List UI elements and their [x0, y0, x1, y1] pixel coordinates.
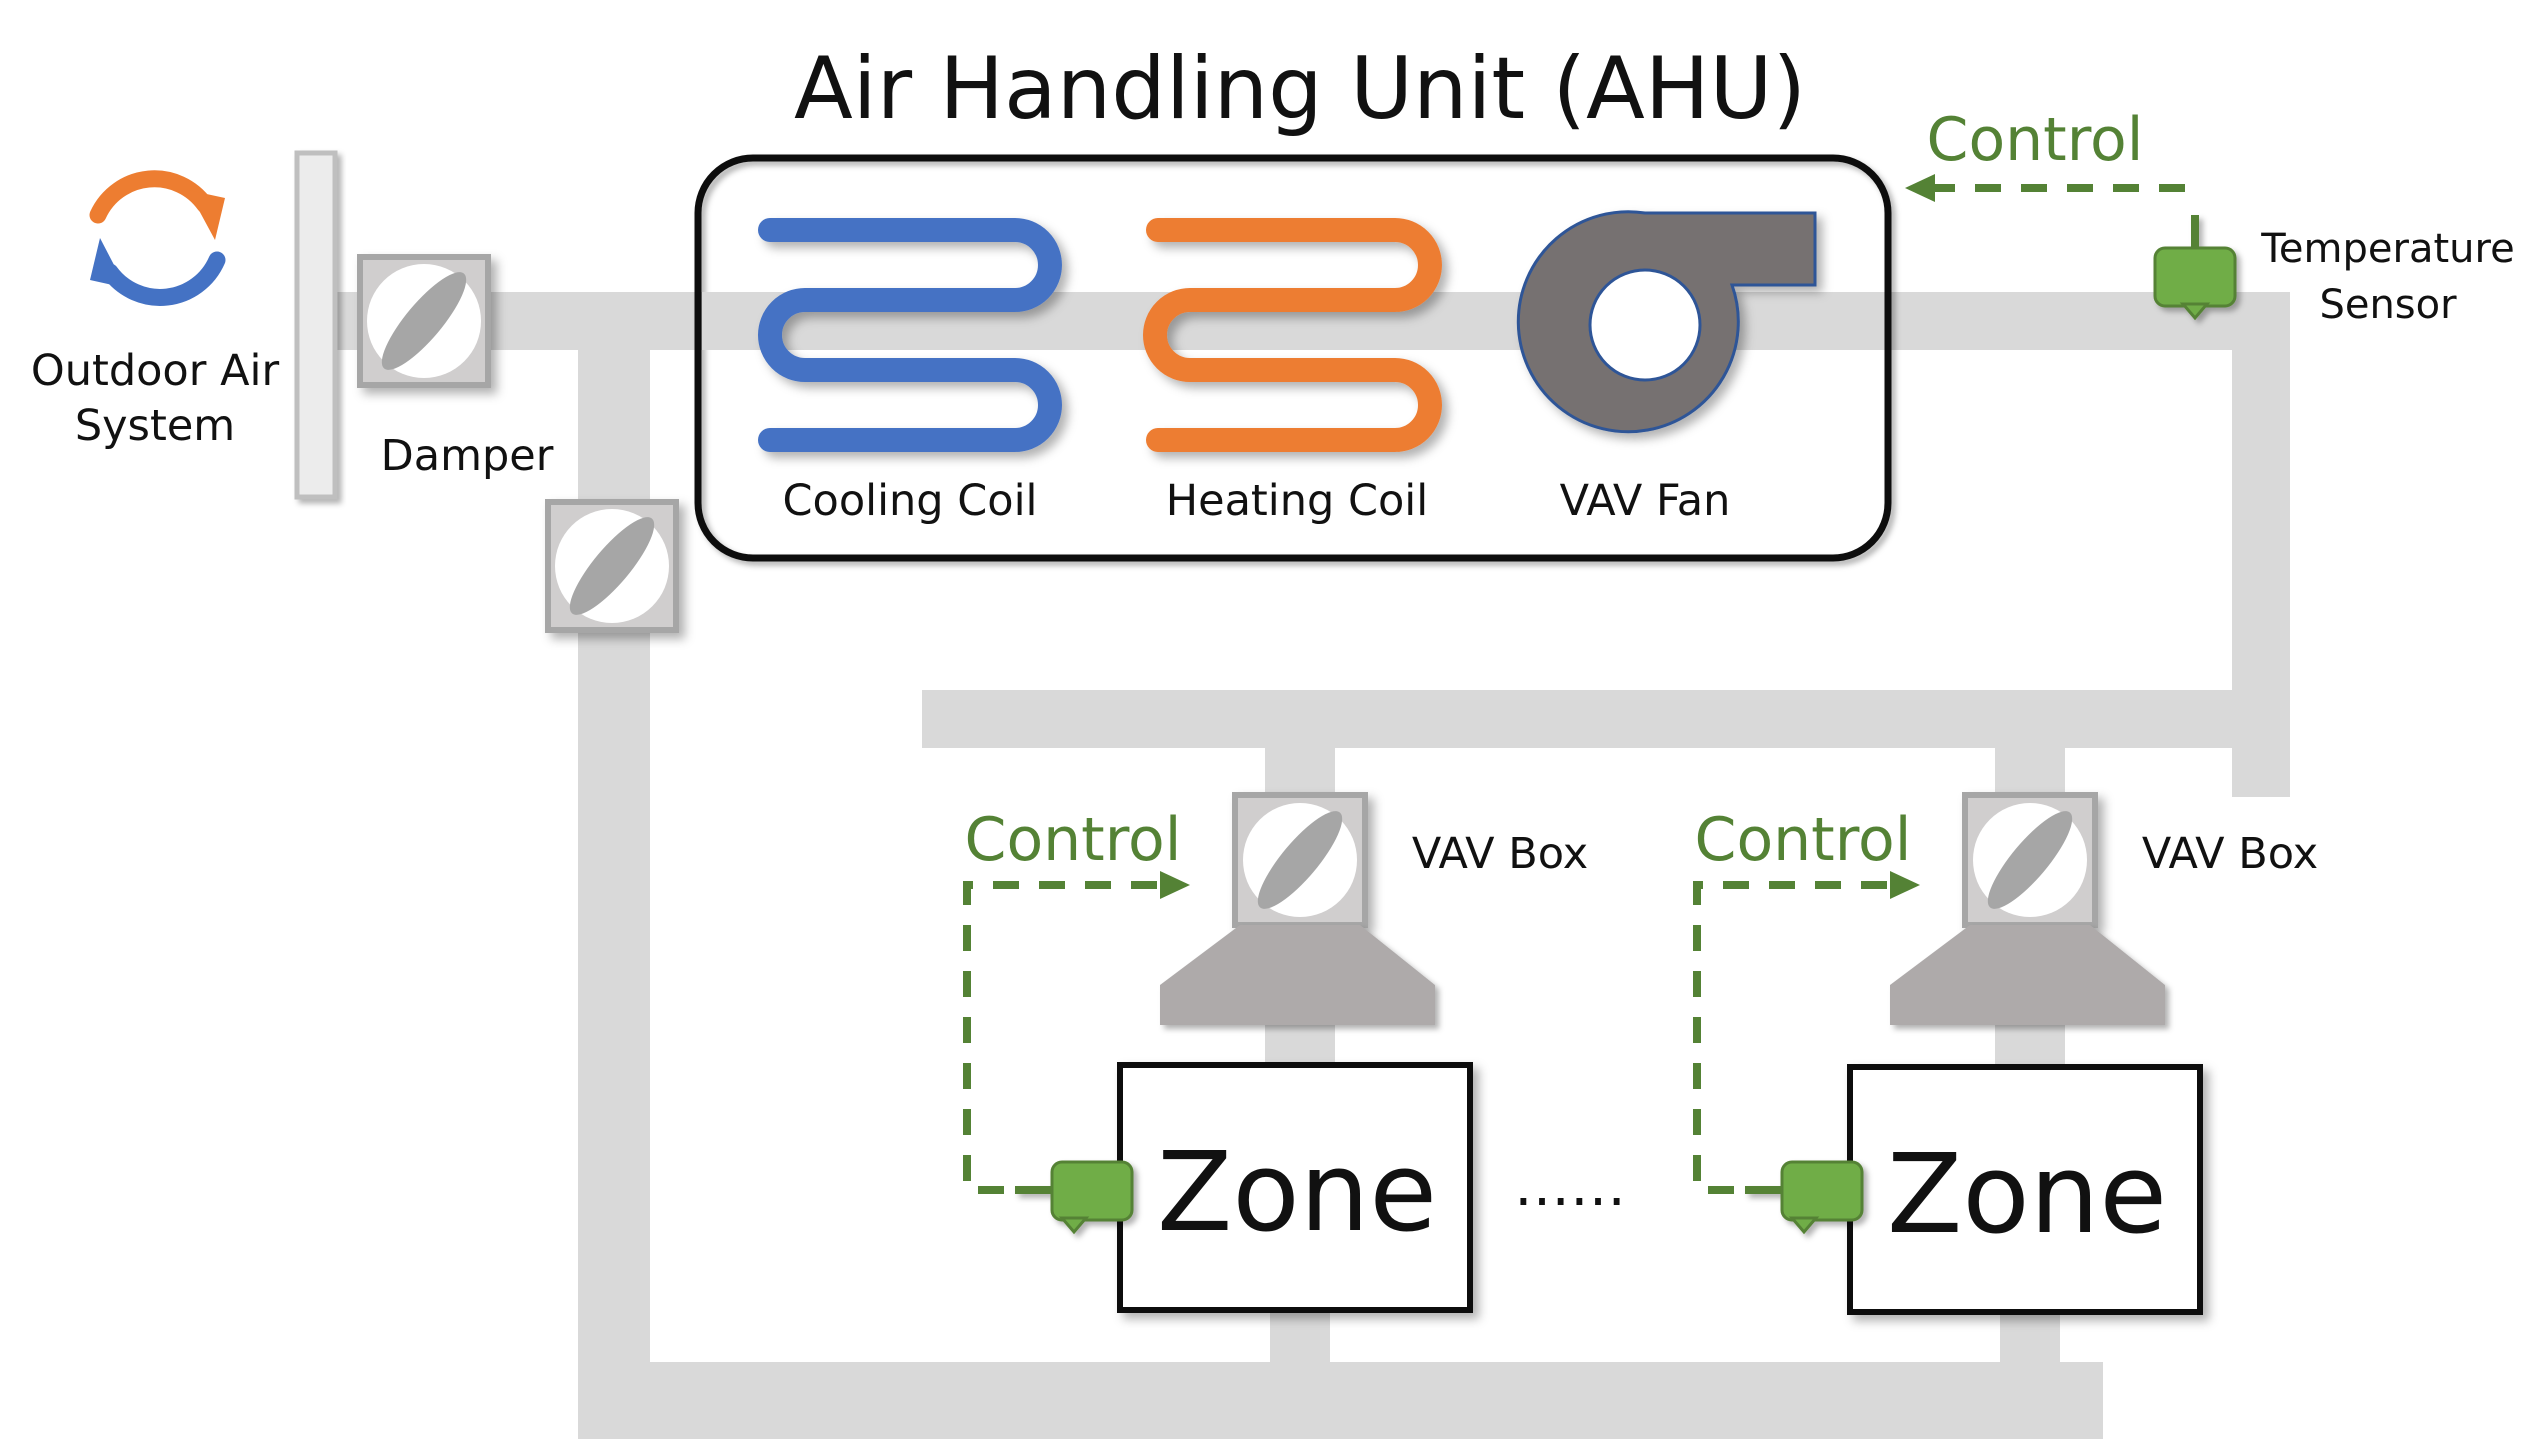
vav-box-label-2: VAV Box: [2142, 829, 2318, 879]
control-label-zone-2: Control: [1695, 805, 1912, 875]
control-label-zone-1: Control: [965, 805, 1182, 875]
duct-zone1-supply: [1265, 1020, 1335, 1065]
heating-coil-icon: [1143, 218, 1442, 452]
damper-icon: [1232, 792, 1368, 928]
vav-box-2: [1890, 792, 2165, 1025]
zone-label-2: Zone: [1887, 1130, 2167, 1258]
duct-supply-horizontal: [922, 690, 2290, 748]
temperature-sensor-icon: [2153, 215, 2237, 321]
vav-box-label-1: VAV Box: [1412, 829, 1588, 879]
zone-label-1: Zone: [1157, 1128, 1437, 1256]
control-arrowhead-zone-2: [1890, 871, 1920, 899]
ahu-enclosure: [694, 154, 1892, 562]
zone-sensor-icon-1: [1015, 1160, 1134, 1235]
zone-sensor-icon-2: [1745, 1160, 1864, 1235]
duct-zone2-supply: [1995, 1020, 2065, 1065]
duct-return-bottom: [578, 1362, 2103, 1439]
outdoor-air-label-line1: Outdoor Air: [31, 346, 280, 396]
zone-box-2: [1847, 1064, 2203, 1315]
control-loop-zone-1: [963, 881, 1170, 1194]
duct-zone1-return: [1270, 1305, 1330, 1365]
control-label-ahu: Control: [1927, 105, 2144, 175]
recycle-arrows-icon: [89, 170, 226, 306]
fan-icon: [1516, 210, 1817, 434]
zones-ellipsis: ……: [1514, 1154, 1626, 1219]
diffuser-icon: [1160, 925, 1435, 1025]
vav-box-1: [1160, 792, 1435, 1025]
vav-fan-label: VAV Fan: [1560, 476, 1731, 526]
control-loop-zone-2: [1693, 881, 1900, 1194]
damper-label: Damper: [381, 431, 554, 481]
temperature-sensor-label-line1: Temperature: [2260, 226, 2514, 272]
cooling-coil-icon: [758, 218, 1062, 452]
damper-icon: [357, 254, 491, 388]
return-damper-icon: [545, 499, 679, 633]
heating-coil-label: Heating Coil: [1166, 476, 1428, 526]
diffuser-icon: [1890, 925, 2165, 1025]
damper-icon: [1962, 792, 2098, 928]
temperature-sensor-label-line2: Sensor: [2319, 282, 2457, 328]
outdoor-air-label-line2: System: [75, 401, 235, 451]
diagram-title: Air Handling Unit (AHU): [794, 39, 1806, 139]
duct-network: [330, 292, 2290, 1439]
control-arrowhead-zone-1: [1160, 871, 1190, 899]
control-arrowhead-ahu: [1905, 174, 1935, 202]
outdoor-louver: [294, 150, 338, 500]
cooling-coil-label: Cooling Coil: [783, 476, 1038, 526]
